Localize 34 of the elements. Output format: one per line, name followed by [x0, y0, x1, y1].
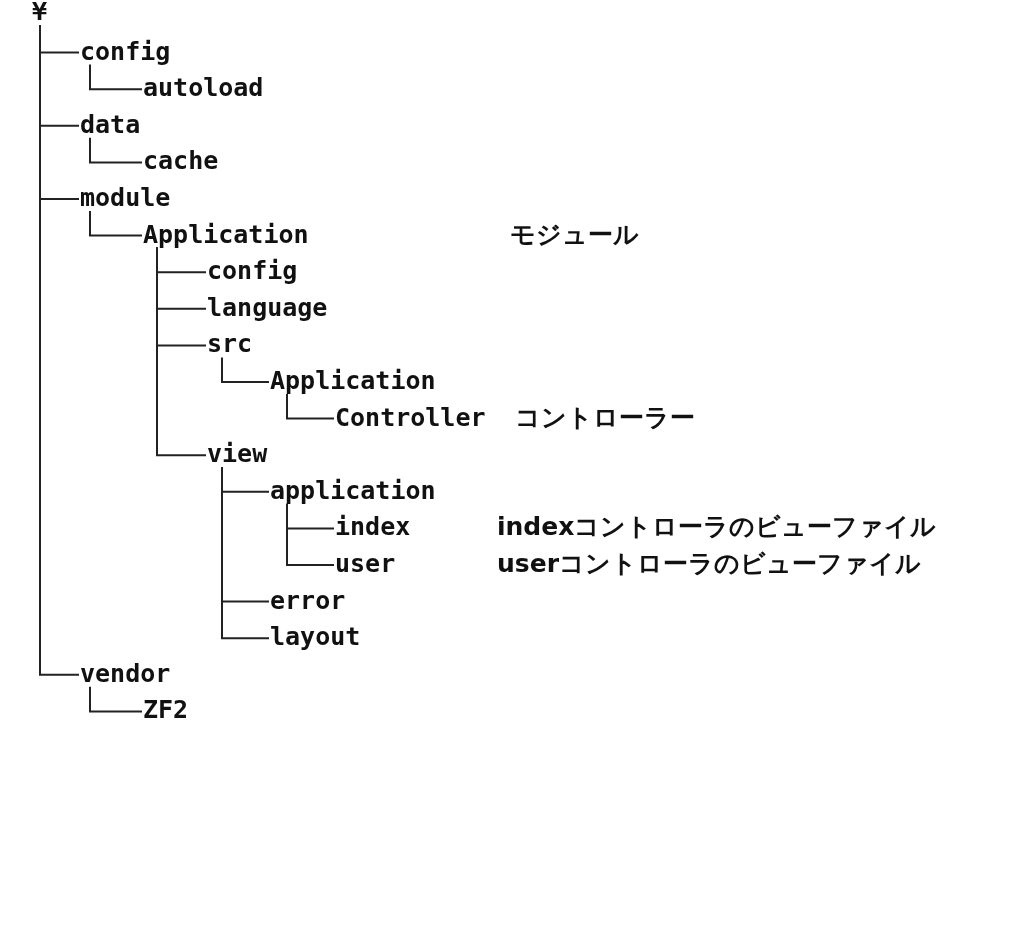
tree-connector: [221, 356, 270, 383]
tree-connector: [39, 24, 80, 676]
folder-name: cache: [143, 146, 219, 177]
note-text: コントローラー: [515, 402, 695, 433]
tree-connector: [156, 246, 207, 457]
tree-connector: [89, 210, 143, 237]
tree-connector: [89, 63, 143, 91]
folder-name: ¥: [32, 0, 48, 27]
tree-connector: [89, 136, 143, 164]
folder-name: autoload: [143, 73, 264, 104]
folder-name: Application: [143, 219, 309, 250]
folder-name: data: [80, 109, 141, 140]
note-text: userコントローラのビューファイル: [497, 549, 921, 579]
folder-name: ZF2: [143, 695, 189, 726]
folder-name: application: [270, 475, 436, 506]
folder-name: user: [335, 549, 396, 579]
tree-connector: [221, 466, 270, 640]
folder-name: module: [80, 183, 171, 213]
folder-name: src: [207, 329, 253, 360]
folder-name: Application: [270, 366, 436, 396]
folder-name: vendor: [80, 658, 171, 689]
note-text: indexコントローラのビューファイル: [497, 512, 937, 543]
folder-name: Controller: [335, 402, 486, 433]
folder-name: error: [270, 585, 346, 616]
note-text: モジュール: [510, 219, 639, 250]
folder-name: config: [207, 256, 298, 287]
folder-name: language: [207, 292, 328, 323]
tree-connector: [89, 685, 143, 713]
folder-name: view: [207, 439, 268, 470]
tree-connector: [286, 393, 335, 420]
folder-name: config: [80, 36, 171, 67]
folder-name: layout: [270, 622, 361, 653]
folder-name: index: [335, 512, 411, 543]
tree-connector: [286, 502, 335, 566]
